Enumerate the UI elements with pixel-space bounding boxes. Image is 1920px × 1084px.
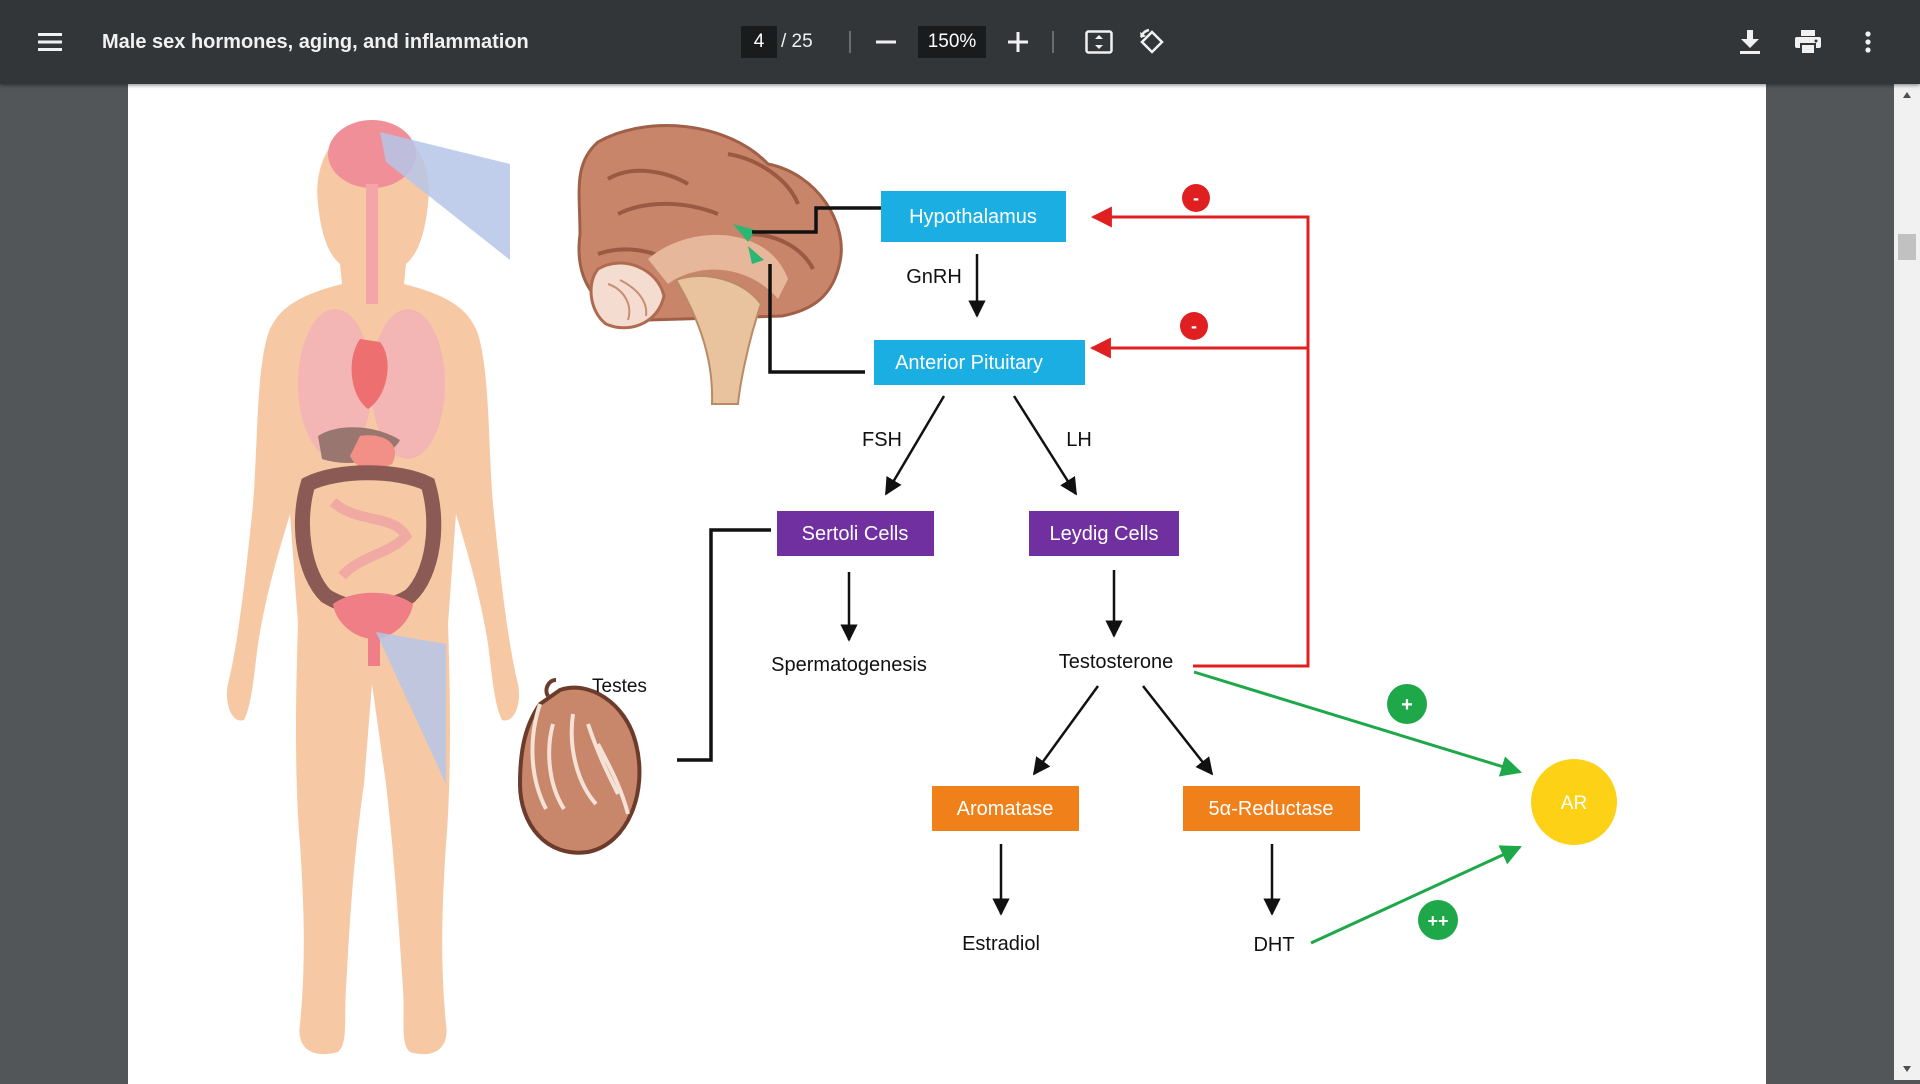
zoom-level-field[interactable]: 150% <box>918 26 986 58</box>
label-testes: Testes <box>592 676 647 697</box>
document-title: Male sex hormones, aging, and inflammati… <box>102 30 529 53</box>
menu-button[interactable] <box>30 22 70 62</box>
fit-to-page-button[interactable] <box>1077 20 1121 64</box>
stimulate-badge-dht <box>1418 900 1458 940</box>
label-lh: LH <box>1066 429 1092 451</box>
inhibit-badge-hypothalamus <box>1182 184 1210 212</box>
download-button[interactable] <box>1728 20 1772 64</box>
testes-to-sertoli-line <box>677 528 771 762</box>
stimulate-badge-testosterone-sign: + <box>1401 694 1413 716</box>
scroll-thumb[interactable] <box>1898 234 1916 260</box>
print-button[interactable] <box>1786 20 1830 64</box>
box-anterior-pituitary <box>874 340 1085 385</box>
toolbar-divider <box>1052 31 1054 53</box>
ar-receptor-circle <box>1531 759 1617 845</box>
scroll-up-button[interactable] <box>1894 84 1920 106</box>
dht-to-ar-arrow <box>1310 845 1522 945</box>
label-gnrh: GnRH <box>906 266 962 288</box>
minus-icon <box>876 40 896 44</box>
testosterone-to-aromatase-arrow <box>1032 685 1100 776</box>
box-5a-reductase-label: 5α-Reductase <box>1209 798 1334 820</box>
box-aromatase-label: Aromatase <box>957 798 1054 820</box>
zoom-in-button[interactable] <box>998 22 1038 62</box>
label-spermatogenesis: Spermatogenesis <box>771 654 927 676</box>
hpg-axis-diagram: Testes Hypothalamus Anterior Pituitary S… <box>226 120 1617 1055</box>
feedback-to-hypothalamus <box>1090 206 1310 668</box>
brain-illustration <box>577 124 843 405</box>
box-leydig-cells-label: Leydig Cells <box>1050 523 1159 545</box>
lh-arrow <box>1012 395 1078 496</box>
stimulate-badge-dht-sign: ++ <box>1427 911 1448 931</box>
label-dht: DHT <box>1253 934 1294 956</box>
scroll-down-button[interactable] <box>1894 1058 1920 1080</box>
brain-to-pituitary-line <box>768 264 865 374</box>
box-sertoli-cells-label: Sertoli Cells <box>802 523 909 545</box>
inhibit-badge-hypothalamus-sign: - <box>1193 188 1199 208</box>
print-icon <box>1795 30 1821 55</box>
brain-to-hypothalamus-line <box>752 206 881 234</box>
scroll-down-icon <box>1903 1066 1911 1072</box>
stimulate-badge-testosterone <box>1387 684 1427 724</box>
pdf-page: Testes Hypothalamus Anterior Pituitary S… <box>128 84 1766 1084</box>
label-fsh: FSH <box>862 429 902 451</box>
rotate-icon <box>1139 28 1164 54</box>
testes-illustration <box>517 678 642 855</box>
fsh-arrow <box>884 395 946 496</box>
box-hypothalamus <box>881 191 1066 242</box>
ar-receptor-label: AR <box>1561 793 1587 814</box>
plus-icon <box>1008 32 1028 52</box>
page-total: / 25 <box>781 31 813 52</box>
box-leydig-cells <box>1029 511 1179 556</box>
box-anterior-pituitary-label: Anterior Pituitary <box>895 352 1043 374</box>
testosterone-to-reductase-arrow <box>1142 685 1214 776</box>
inhibit-badge-pituitary-sign: - <box>1191 316 1197 336</box>
more-vert-icon <box>1865 31 1871 53</box>
box-5a-reductase <box>1183 786 1360 831</box>
zoom-out-button[interactable] <box>866 22 906 62</box>
download-icon <box>1740 30 1760 54</box>
box-sertoli-cells <box>777 511 934 556</box>
pdf-toolbar: Male sex hormones, aging, and inflammati… <box>0 0 1920 84</box>
box-aromatase <box>932 786 1079 831</box>
label-estradiol: Estradiol <box>962 933 1040 955</box>
human-body-illustration <box>226 120 520 1055</box>
box-hypothalamus-label: Hypothalamus <box>909 206 1037 228</box>
menu-icon <box>38 33 62 51</box>
rotate-button[interactable] <box>1130 20 1174 64</box>
scroll-up-icon <box>1903 92 1911 98</box>
testosterone-to-ar-arrow <box>1193 670 1523 777</box>
inhibit-badge-pituitary <box>1180 312 1208 340</box>
more-actions-button[interactable] <box>1848 20 1888 64</box>
label-testosterone: Testosterone <box>1059 651 1174 673</box>
vertical-scrollbar[interactable] <box>1894 84 1920 1080</box>
fit-to-page-icon <box>1085 30 1113 54</box>
toolbar-divider <box>849 31 851 53</box>
page-number-input[interactable] <box>741 26 777 58</box>
